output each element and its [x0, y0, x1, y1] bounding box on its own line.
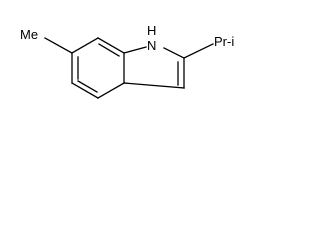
bond-c4-c5	[71, 82, 99, 99]
bond-c2-isopropyl	[183, 43, 214, 59]
double-bond-c7-c7a	[98, 43, 120, 57]
indole-structure: Me H N Pr-i	[20, 23, 234, 99]
bond-c6-c7	[71, 37, 99, 54]
benzene-ring	[71, 37, 125, 99]
isopropyl-label: Pr-i	[214, 34, 234, 49]
methyl-label: Me	[20, 27, 38, 42]
nh-hydrogen-label: H	[147, 23, 156, 38]
pyrrole-ring	[123, 46, 185, 89]
bond-c7-c7a	[97, 37, 125, 54]
bond-c3-c3a	[123, 82, 185, 89]
bond-c7a-n1	[123, 46, 147, 54]
double-bond-c4-c5	[77, 80, 98, 93]
bond-n1-c2	[163, 47, 185, 59]
bond-c6-methyl	[44, 37, 73, 54]
nitrogen-label: N	[147, 38, 156, 53]
bond-c3a-c4	[97, 82, 125, 99]
